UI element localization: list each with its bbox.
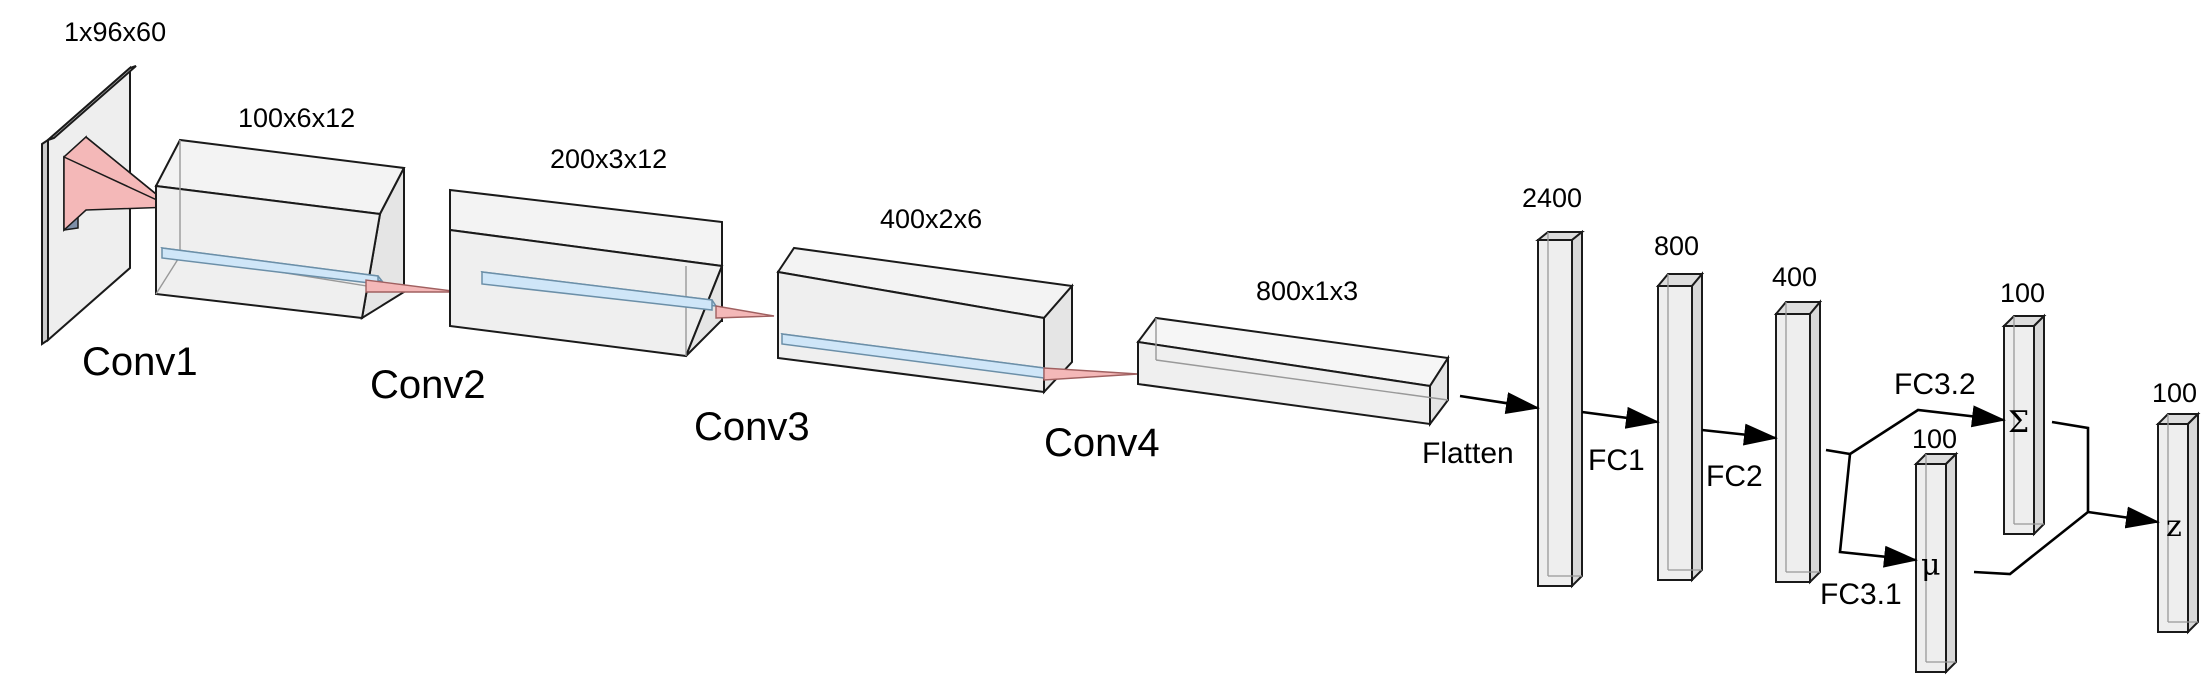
z-arrow xyxy=(2087,506,2160,529)
fc2-edge-label: FC2 xyxy=(1706,460,1763,493)
fc1-column xyxy=(1655,271,1705,583)
mu-column xyxy=(1913,451,1959,675)
z-size-label: 100 xyxy=(2152,378,2197,408)
input-slab xyxy=(41,65,175,346)
flatten-edge-label: Flatten xyxy=(1422,437,1514,470)
conv1-dims-label: 100x6x12 xyxy=(238,103,355,133)
input-dims-label: 1x96x60 xyxy=(64,17,166,47)
fc2-column xyxy=(1773,299,1823,585)
fc3-1-arrow xyxy=(1838,453,1918,568)
sigma-size-label: 100 xyxy=(2000,278,2045,308)
sigma-to-z-line xyxy=(2051,420,2090,512)
conv2-box xyxy=(449,188,775,358)
conv3-label: Conv3 xyxy=(694,405,810,449)
conv3-box xyxy=(776,246,1139,395)
fc2-arrow xyxy=(1701,423,1778,446)
fc3-2-edge-label: FC3.2 xyxy=(1894,368,1976,401)
fc3-1-edge-label: FC3.1 xyxy=(1820,578,1902,611)
flatten-arrow xyxy=(1459,392,1540,415)
conv4-label: Conv4 xyxy=(1044,421,1160,465)
flatten-size-label: 2400 xyxy=(1522,183,1582,213)
conv4-box xyxy=(1136,316,1450,427)
mu-symbol: μ xyxy=(1921,548,1941,583)
conv2-label: Conv2 xyxy=(370,363,486,407)
z-symbol: z xyxy=(2166,509,2182,544)
z-column xyxy=(2155,411,2201,635)
conv4-dims-label: 800x1x3 xyxy=(1256,276,1358,306)
sigma-symbol: Σ xyxy=(2008,405,2029,440)
fc3-2-arrow xyxy=(1849,405,2006,456)
fc1-edge-label: FC1 xyxy=(1588,444,1645,477)
fc2-size-label: 400 xyxy=(1772,262,1817,292)
fc1-arrow xyxy=(1581,406,1660,429)
conv1-box xyxy=(154,138,461,321)
flatten-column xyxy=(1535,229,1585,589)
conv2-dims-label: 200x3x12 xyxy=(550,144,667,174)
sigma-column xyxy=(2001,313,2047,537)
mu-size-label: 100 xyxy=(1912,424,1957,454)
conv1-label: Conv1 xyxy=(82,340,198,384)
split-line xyxy=(1825,448,1851,456)
conv3-dims-label: 400x2x6 xyxy=(880,204,982,234)
mu-to-z-line xyxy=(1973,510,2089,576)
fc1-size-label: 800 xyxy=(1654,231,1699,261)
